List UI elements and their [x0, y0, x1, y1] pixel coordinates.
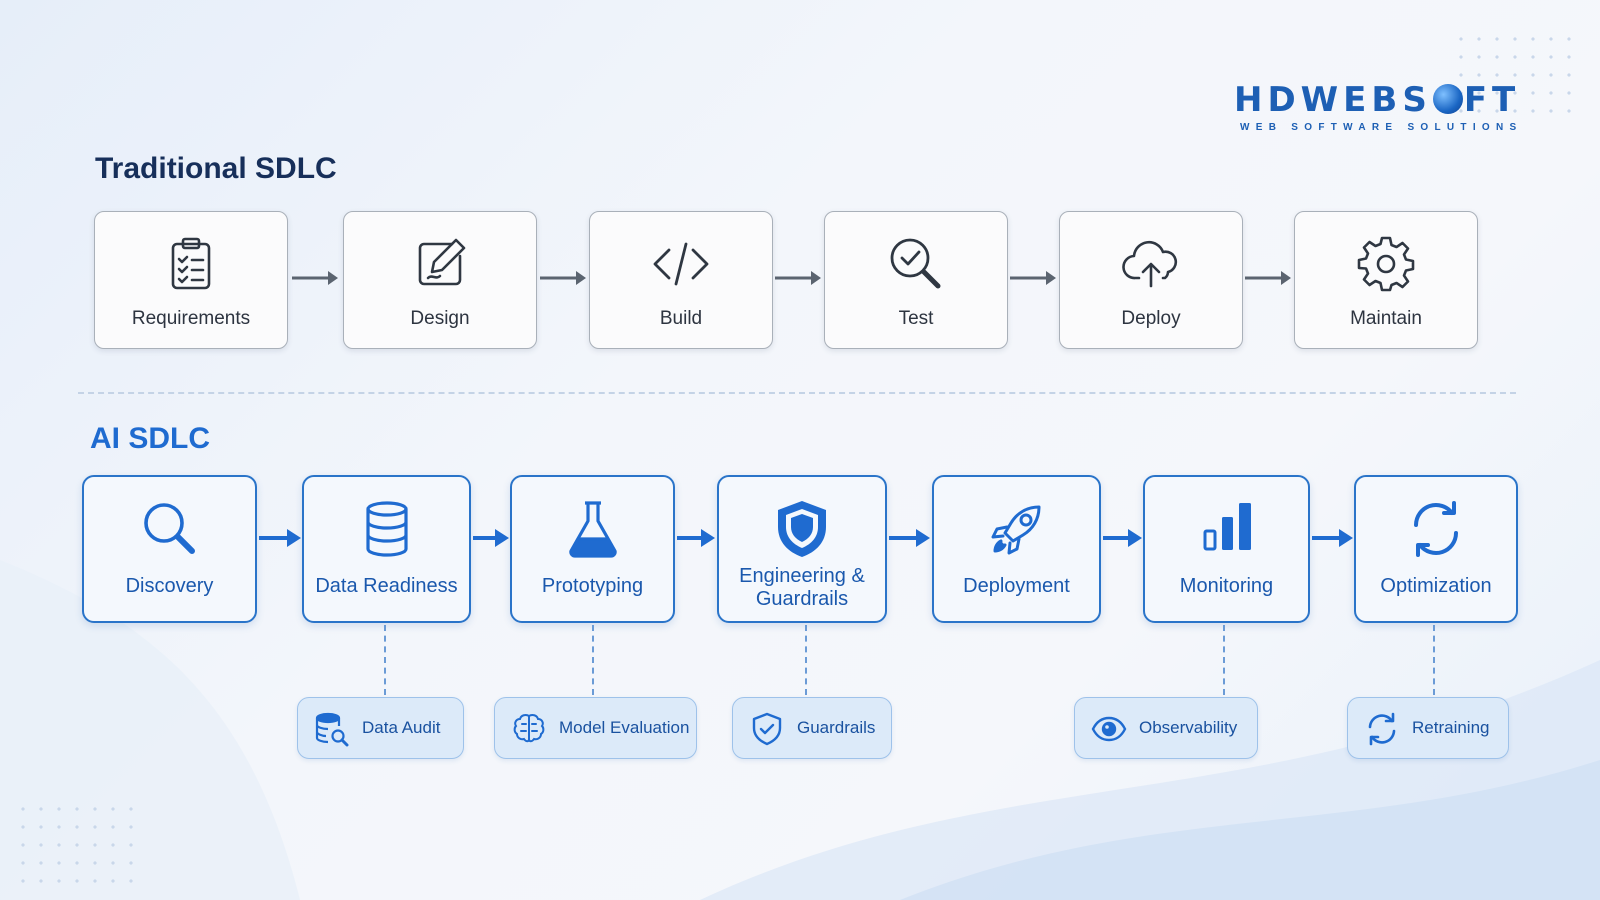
sub-item-label: Data Audit [362, 718, 441, 737]
shield-check-icon [752, 712, 782, 746]
flow-arrow [1010, 271, 1056, 285]
connector-line [592, 625, 594, 695]
ai-step-label: Deployment [963, 575, 1070, 597]
ai-step-label: Monitoring [1179, 575, 1274, 597]
flow-arrow [1245, 271, 1291, 285]
step-test: Test [824, 211, 1008, 349]
sub-item-model-evaluation: Model Evaluation [494, 697, 697, 759]
sub-item-observability: Observability [1074, 697, 1258, 759]
code-brackets-icon [653, 242, 709, 286]
refresh-icon [1414, 501, 1458, 557]
connector-line [1433, 625, 1435, 695]
ai-step-label: Data Readiness [315, 575, 458, 597]
shield-icon [778, 501, 826, 557]
step-design: Design [343, 211, 537, 349]
magnifier-check-icon [890, 238, 941, 289]
flow-arrow [889, 529, 930, 547]
sub-item-retraining: Retraining [1347, 697, 1509, 759]
ai-step-data-readiness: Data Readiness [302, 475, 471, 623]
flow-arrow [1103, 529, 1142, 547]
rocket-icon [991, 505, 1040, 555]
flow-arrow [259, 529, 301, 547]
globe-icon [1432, 83, 1463, 114]
ai-step-label-line2: Guardrails [755, 588, 849, 610]
eye-icon [1091, 716, 1127, 742]
dot-pattern-bottom-left [14, 800, 134, 890]
section-divider [78, 392, 1516, 394]
ai-step-label: Optimization [1380, 575, 1492, 597]
ai-step-optimization: Optimization [1354, 475, 1518, 623]
ai-step-monitoring: Monitoring [1143, 475, 1310, 623]
sub-item-label: Model Evaluation [559, 718, 690, 737]
brand-tagline: WEB SOFTWARE SOLUTIONS [1240, 122, 1523, 133]
sub-item-label: Retraining [1412, 718, 1490, 737]
pencil-edit-icon [418, 238, 466, 286]
flow-arrow [677, 529, 715, 547]
ai-step-label: Discovery [125, 575, 214, 597]
ai-step-prototyping: Prototyping [510, 475, 675, 623]
bar-chart-icon [1203, 503, 1251, 551]
step-requirements: Requirements [94, 211, 288, 349]
database-search-icon [315, 712, 349, 747]
step-maintain: Maintain [1294, 211, 1478, 349]
flow-arrow [1312, 529, 1353, 547]
sub-item-guardrails: Guardrails [732, 697, 892, 759]
ai-step-label-line1: Engineering & [739, 565, 865, 587]
step-label: Requirements [131, 308, 251, 329]
connector-line [384, 625, 386, 695]
step-label: Maintain [1350, 308, 1422, 329]
sub-item-label: Observability [1139, 718, 1238, 737]
clipboard-checklist-icon [171, 237, 211, 290]
flask-icon [568, 501, 617, 558]
connector-line [805, 625, 807, 695]
flow-arrow [775, 271, 821, 285]
flow-arrow [540, 271, 586, 285]
database-icon [365, 501, 408, 557]
flow-arrow [473, 529, 509, 547]
flow-arrow [292, 271, 338, 285]
gear-icon [1357, 236, 1415, 292]
retrain-refresh-icon [1368, 712, 1396, 746]
sub-item-label: Guardrails [797, 718, 876, 737]
cloud-upload-icon [1122, 240, 1178, 288]
sub-item-data-audit: Data Audit [297, 697, 464, 759]
traditional-sdlc-title: Traditional SDLC [95, 152, 337, 185]
step-label: Build [659, 308, 703, 329]
search-icon [143, 503, 195, 554]
ai-step-deployment: Deployment [932, 475, 1101, 623]
brain-icon [513, 714, 545, 743]
connector-line [1223, 625, 1225, 695]
step-label: Test [898, 308, 934, 329]
step-label: Design [410, 308, 470, 329]
step-build: Build [589, 211, 773, 349]
ai-step-engineering-guardrails: Engineering & Guardrails [717, 475, 887, 623]
ai-step-label: Engineering & Guardrails [723, 565, 881, 611]
ai-step-label: Prototyping [541, 575, 644, 597]
step-label: Deploy [1121, 308, 1181, 329]
ai-sdlc-title: AI SDLC [90, 422, 210, 455]
ai-step-discovery: Discovery [82, 475, 257, 623]
step-deploy: Deploy [1059, 211, 1243, 349]
